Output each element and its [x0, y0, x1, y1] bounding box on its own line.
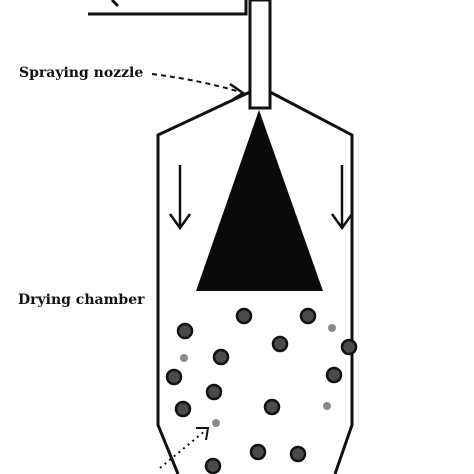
particle [271, 335, 289, 353]
chamber-outline-right [269, 90, 354, 474]
spray-cone [196, 110, 323, 291]
particle-pointer-arrowhead [196, 427, 210, 441]
nozzle-tube [248, 0, 272, 110]
flow-arrow-right [330, 165, 354, 231]
chamber-outline-left [156, 90, 251, 474]
particle [165, 368, 183, 386]
particle-small [212, 419, 220, 427]
feed-pipe [88, 0, 248, 16]
particle [235, 307, 253, 325]
drying-chamber-label: Drying chamber [18, 292, 145, 308]
particle-small [323, 402, 331, 410]
flow-arrow-left [168, 165, 192, 231]
particle-small [180, 354, 188, 362]
spraying-nozzle-label: Spraying nozzle [19, 65, 144, 81]
particle [263, 398, 281, 416]
particle [212, 348, 230, 366]
particle [325, 366, 343, 384]
particles [165, 307, 358, 474]
particle [299, 307, 317, 325]
particle [340, 338, 358, 356]
feed-pipe-end-tick [110, 0, 120, 8]
particle-pointer-line [159, 429, 207, 469]
particle [174, 400, 192, 418]
particle-small [328, 324, 336, 332]
nozzle-pointer-line [151, 73, 241, 93]
particle [204, 457, 222, 474]
particle [249, 443, 267, 461]
particle [176, 322, 194, 340]
particle [289, 445, 307, 463]
particle [205, 383, 223, 401]
nozzle-pointer-arrowhead [229, 82, 246, 102]
